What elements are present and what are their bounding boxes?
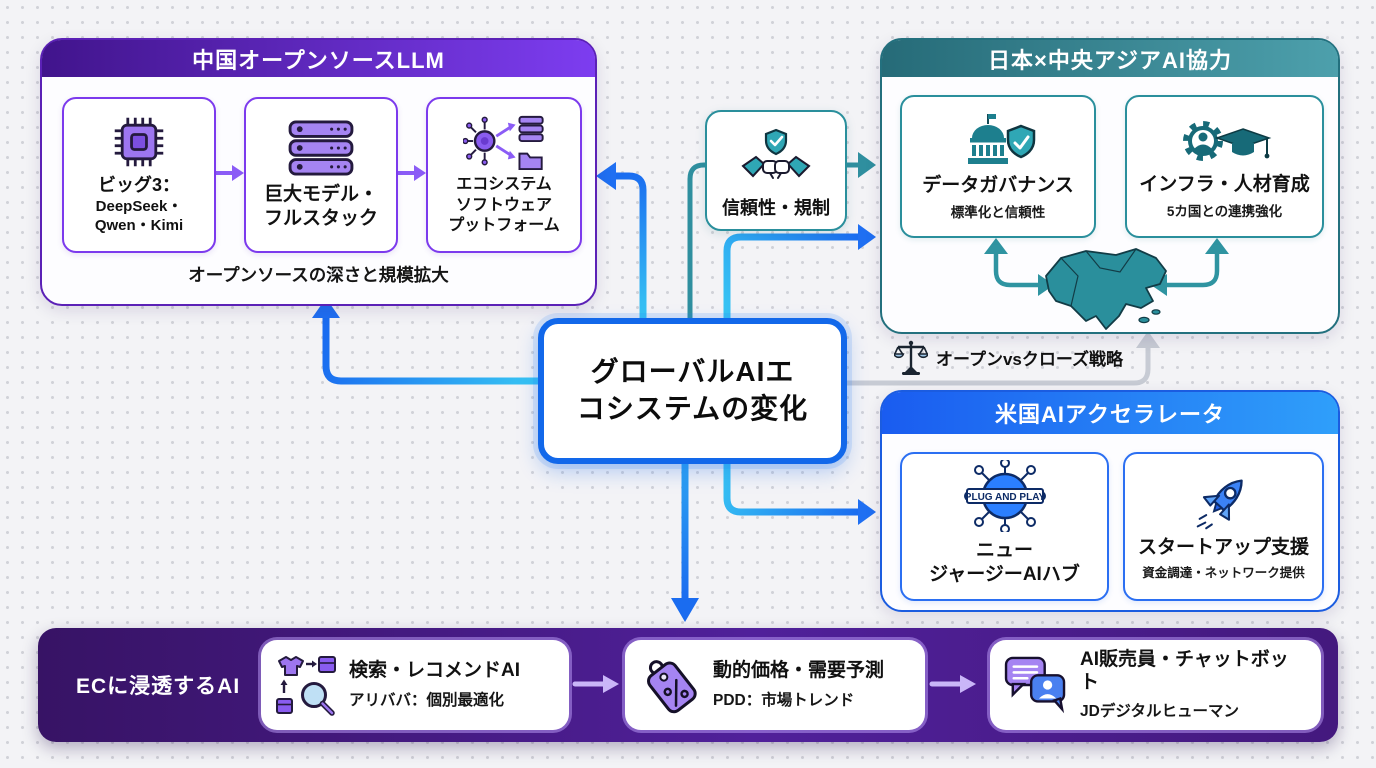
us-ai-accelerator-panel: 米国AIアクセラレータ PLUG AND PLAY	[880, 390, 1340, 612]
card-subtitle: 5カ国との連携強化	[1166, 203, 1283, 219]
rocket-icon	[1192, 472, 1256, 532]
card-title: インフラ・人材育成	[1139, 174, 1310, 196]
handshake-shield-icon	[737, 128, 815, 190]
china-open-source-llm-panel: 中国オープンソースLLM ビッグ3： DeepSeek・ Qwen・Kimi	[40, 38, 597, 306]
data-governance-card: データガバナンス 標準化と信頼性	[900, 95, 1096, 238]
card-title: データガバナンス	[922, 175, 1074, 197]
chip-icon	[111, 114, 167, 170]
ec-ai-bar: ECに浸透するAI 検索・レコメンドAI アリババ：個別最適化	[38, 628, 1338, 742]
ec-card-subtitle: アリババ：個別最適化	[349, 691, 505, 709]
arrow-up-icon	[984, 238, 1008, 254]
chat-bot-icon	[1004, 656, 1068, 714]
china-panel-title: 中国オープンソースLLM	[42, 40, 595, 77]
plug-and-play-icon: PLUG AND PLAY	[902, 460, 1107, 532]
new-jersey-ai-hub-card: PLUG AND PLAY ニュー ジャージーAIハブ	[900, 452, 1109, 601]
card-title: スタートアップ支援	[1137, 536, 1309, 558]
arrow-right-icon	[414, 165, 426, 181]
card-line: ジャージーAIハブ	[929, 563, 1080, 585]
dynamic-pricing-card: 動的価格・需要予測 PDD：市場トレンド	[625, 640, 925, 730]
card-line: フルスタック	[263, 208, 378, 229]
card-line: プットフォーム	[448, 217, 560, 235]
gear-gradcap-icon	[1177, 113, 1273, 169]
ec-bar-label: ECに浸透するAI	[76, 675, 241, 698]
card-line: ソフトウェア	[455, 196, 552, 214]
card-line: ビッグ3：	[97, 175, 180, 196]
startup-support-card: スタートアップ支援 資金調達・ネットワーク提供	[1123, 452, 1324, 601]
arrow-right-icon	[603, 675, 619, 693]
card-line: DeepSeek・	[95, 197, 183, 215]
china-panel-footer: オープンソースの深さと規模拡大	[188, 265, 449, 285]
ai-sales-chatbot-card: AI販売員・チャットボット JDデジタルヒューマン	[990, 640, 1321, 730]
japan-central-asia-panel: 日本×中央アジアAI協力 データガバナンス 標準化と信頼性	[880, 38, 1340, 334]
trust-regulation-box: 信頼性・規制	[705, 110, 847, 231]
ec-card-title: AI販売員・チャットボット	[1080, 648, 1289, 693]
ecosystem-platform-card: エコシステム ソフトウェア プットフォーム	[426, 97, 582, 253]
card-line: エコシステム	[456, 175, 552, 193]
government-shield-icon	[958, 112, 1038, 170]
japan-panel-title: 日本×中央アジアAI協力	[882, 40, 1338, 77]
trust-regulation-label: 信頼性・規制	[722, 198, 830, 218]
center-node-line2: コシステムの変化	[576, 393, 809, 424]
ec-card-title: 動的価格・需要予測	[713, 660, 885, 682]
plug-and-play-badge: PLUG AND PLAY	[964, 492, 1045, 503]
ec-card-subtitle: JDデジタルヒューマン	[1080, 703, 1240, 721]
giant-model-card: 巨大モデル・ フルスタック	[244, 97, 398, 253]
server-stack-icon	[287, 119, 355, 177]
card-line: Qwen・Kimi	[94, 217, 184, 235]
arrow-right-icon	[960, 675, 976, 693]
search-recommend-card: 検索・レコメンドAI アリババ：個別最適化	[261, 640, 569, 730]
price-tag-icon	[639, 654, 701, 716]
infra-talent-card: インフラ・人材育成 5カ国との連携強化	[1125, 95, 1324, 238]
arrow-right-icon	[232, 165, 244, 181]
open-vs-closed-note: オープンvsクローズ戦略	[894, 338, 1123, 376]
open-vs-closed-label: オープンvsクローズ戦略	[936, 349, 1124, 369]
asia-map-icon	[1040, 246, 1172, 332]
network-platform-icon	[463, 113, 545, 171]
card-line: 巨大モデル・	[263, 184, 378, 206]
center-node-line1: グローバルAIエ	[590, 356, 795, 388]
card-subtitle: 標準化と信頼性	[950, 204, 1046, 220]
us-panel-title: 米国AIアクセラレータ	[882, 392, 1338, 434]
ec-card-title: 検索・レコメンドAI	[349, 660, 521, 682]
big3-card: ビッグ3： DeepSeek・ Qwen・Kimi	[62, 97, 216, 253]
card-subtitle: 資金調達・ネットワーク提供	[1142, 566, 1305, 581]
scales-icon	[894, 338, 928, 376]
ec-card-subtitle: PDD：市場トレンド	[713, 691, 855, 709]
arrow-up-icon	[1205, 238, 1229, 254]
global-ai-ecosystem-node: グローバルAIエ コシステムの変化	[538, 318, 847, 464]
card-line: ニュー	[975, 539, 1033, 561]
search-recommend-icon	[275, 653, 337, 717]
